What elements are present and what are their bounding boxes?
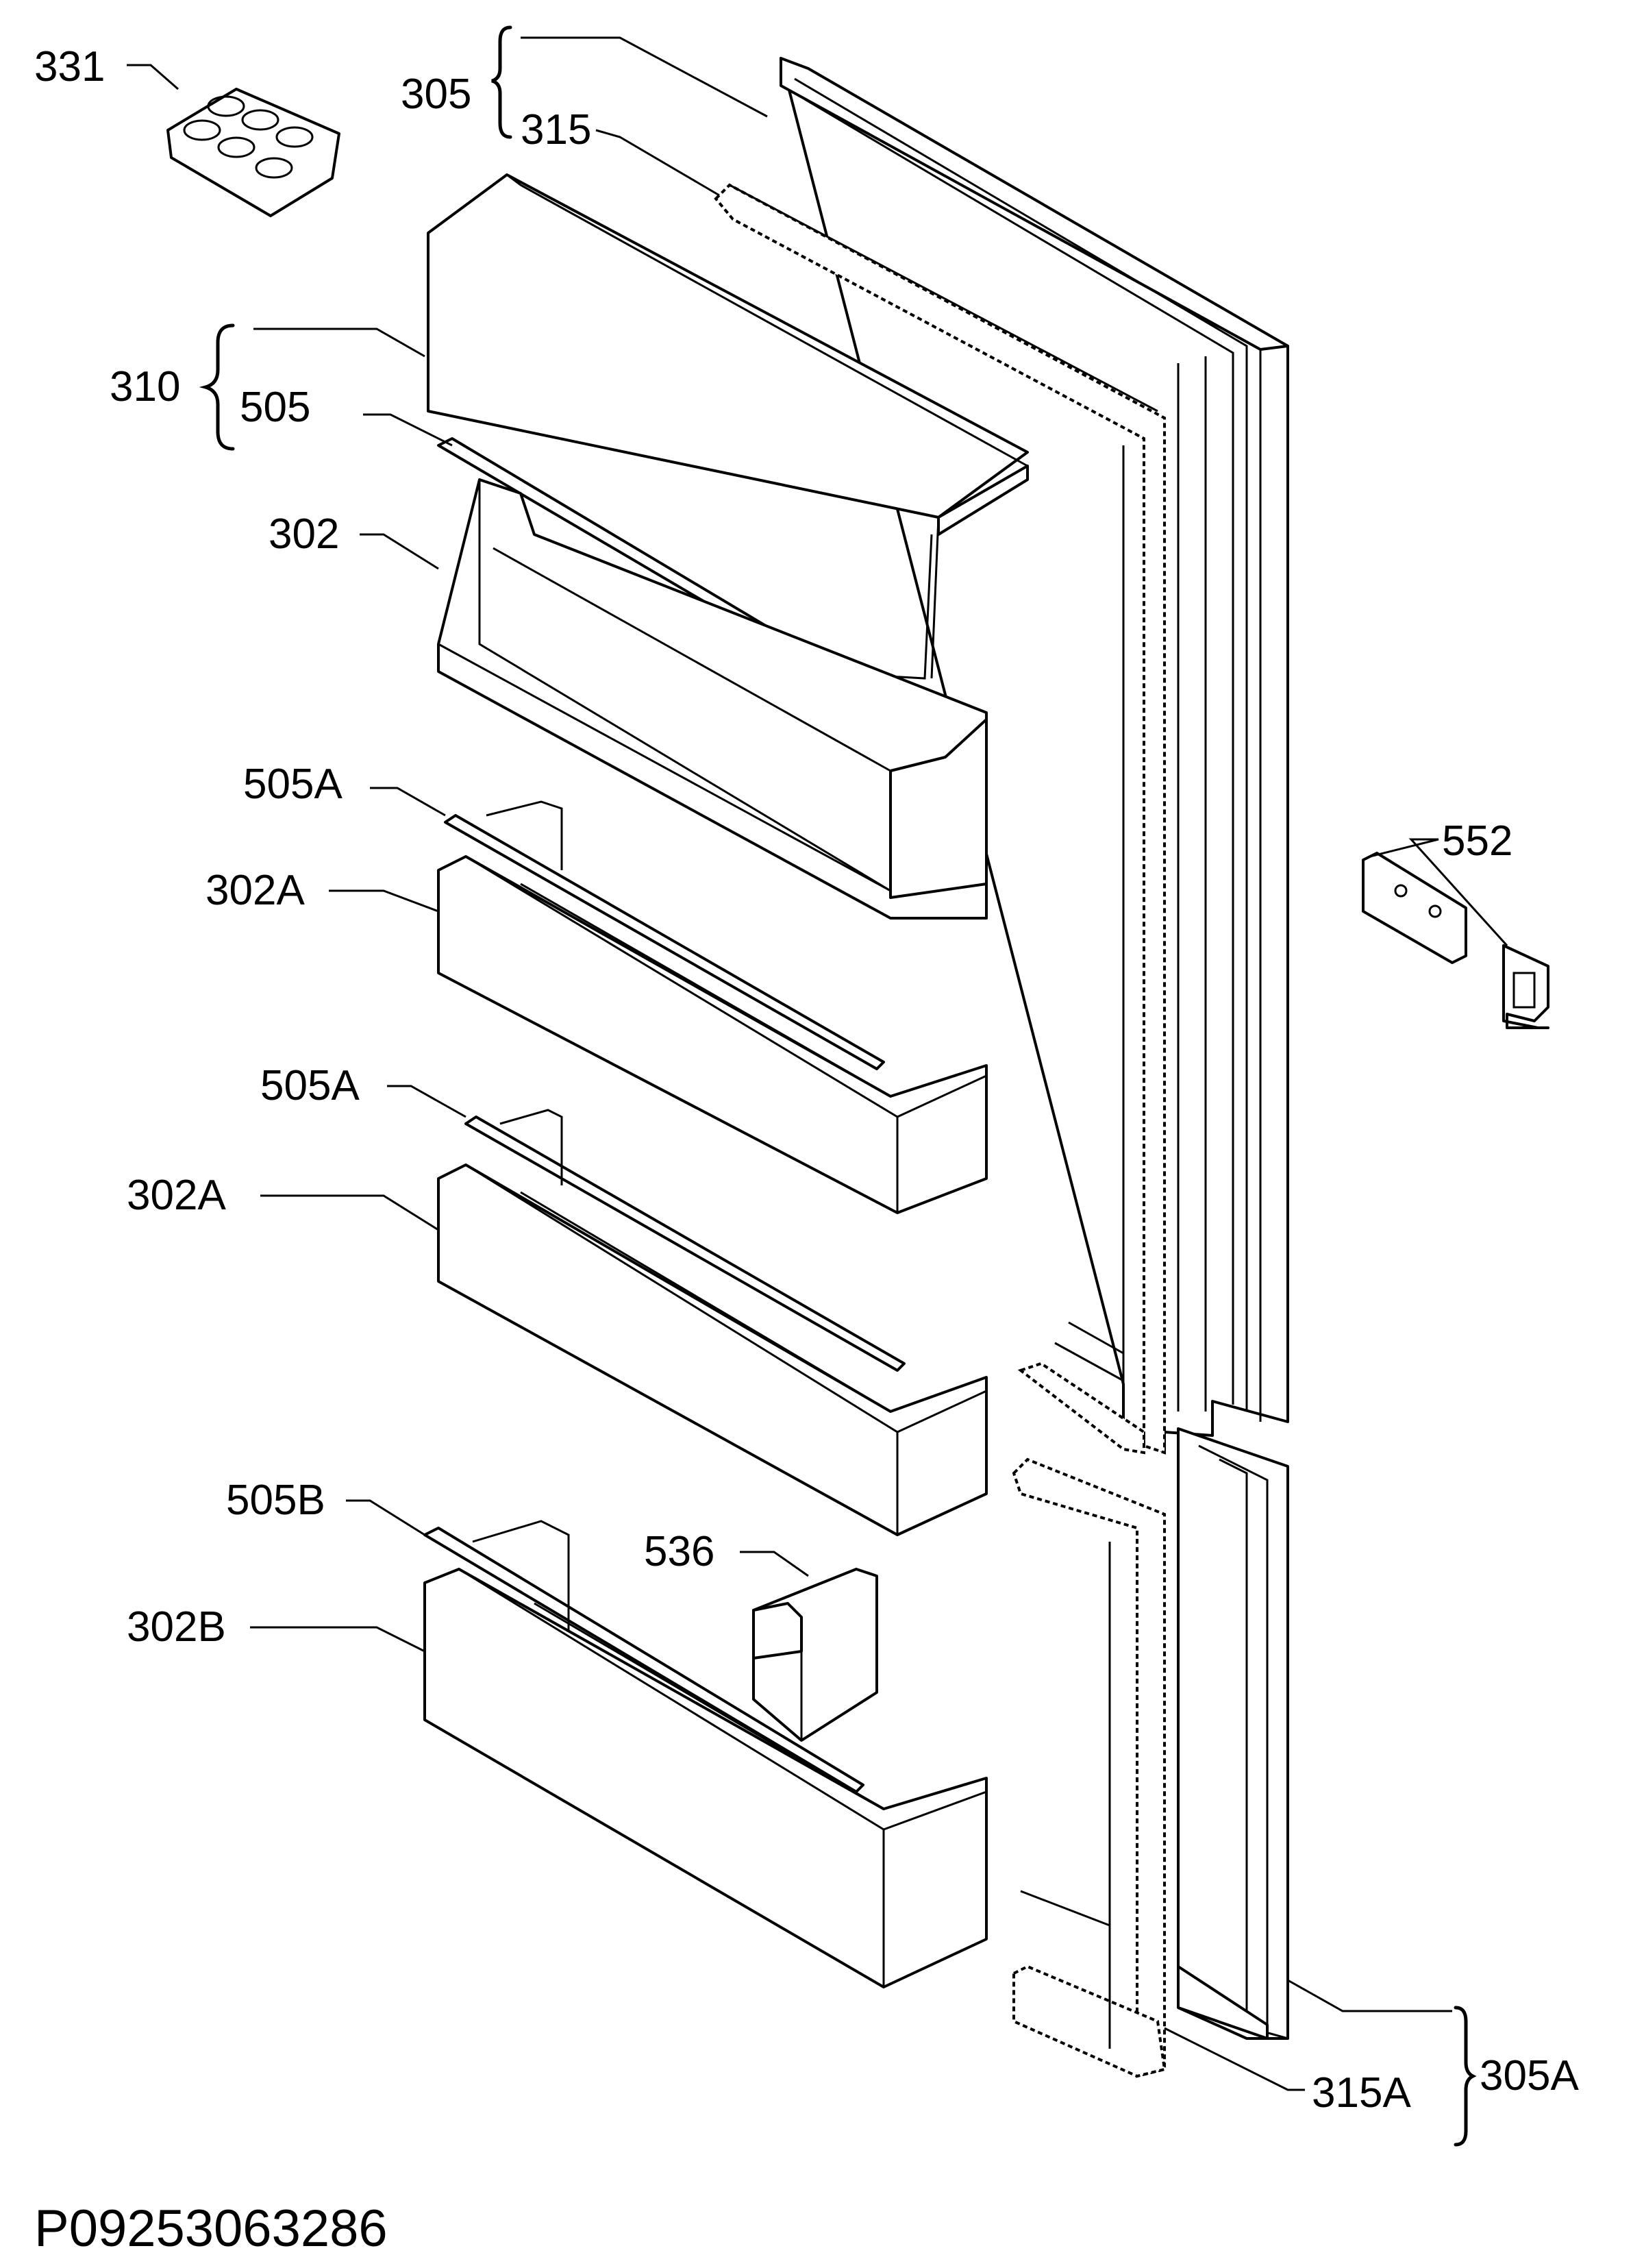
door-shelf-302a-1 <box>437 855 988 1214</box>
callout-505: 505 <box>240 384 310 431</box>
brace-310 <box>199 323 235 451</box>
callout-331: 331 <box>34 43 105 90</box>
callout-315a: 315A <box>1312 2069 1411 2117</box>
shelf-bar-505a-1 <box>444 800 885 1070</box>
callout-552: 552 <box>1442 817 1512 865</box>
drawing-code: P09253063286 <box>34 2199 388 2258</box>
door-shelf-302b <box>423 1568 988 1988</box>
callout-310: 310 <box>110 363 180 410</box>
egg-tray <box>166 88 340 217</box>
callout-505a-1: 505A <box>243 761 342 808</box>
brace-305a <box>1454 2006 1477 2147</box>
callout-305: 305 <box>401 71 471 118</box>
callout-315: 315 <box>521 106 591 153</box>
callout-302b: 302B <box>127 1603 226 1651</box>
callout-302: 302 <box>269 510 339 558</box>
group-braces <box>199 25 1477 2147</box>
callout-536: 536 <box>644 1528 714 1575</box>
door-shelf-302a-2 <box>437 1163 988 1536</box>
door-shelf-302 <box>437 478 988 920</box>
leader-lines <box>127 36 1508 2091</box>
callout-505a-2: 505A <box>260 1062 360 1109</box>
lower-door-gasket <box>1012 1457 1167 2078</box>
callout-302a-2: 302A <box>127 1172 226 1219</box>
bottle-divider-536 <box>752 1568 878 1742</box>
brace-305 <box>491 25 512 139</box>
shelf-bar-505b <box>423 1520 864 1793</box>
hinge-bracket-552 <box>1362 852 1549 1029</box>
callout-305a: 305A <box>1480 2052 1579 2099</box>
callout-505b: 505B <box>226 1477 325 1524</box>
lower-door-panel <box>1177 1427 1289 2040</box>
callout-302a-1: 302A <box>206 867 305 914</box>
shelf-bar-505a-2 <box>464 1109 906 1372</box>
callout-labels: 331 305 315 310 505 302 505A 302A 505A 3… <box>34 43 1579 2117</box>
upper-door-gasket <box>714 183 1166 1455</box>
dairy-compartment-flap <box>427 173 1029 680</box>
